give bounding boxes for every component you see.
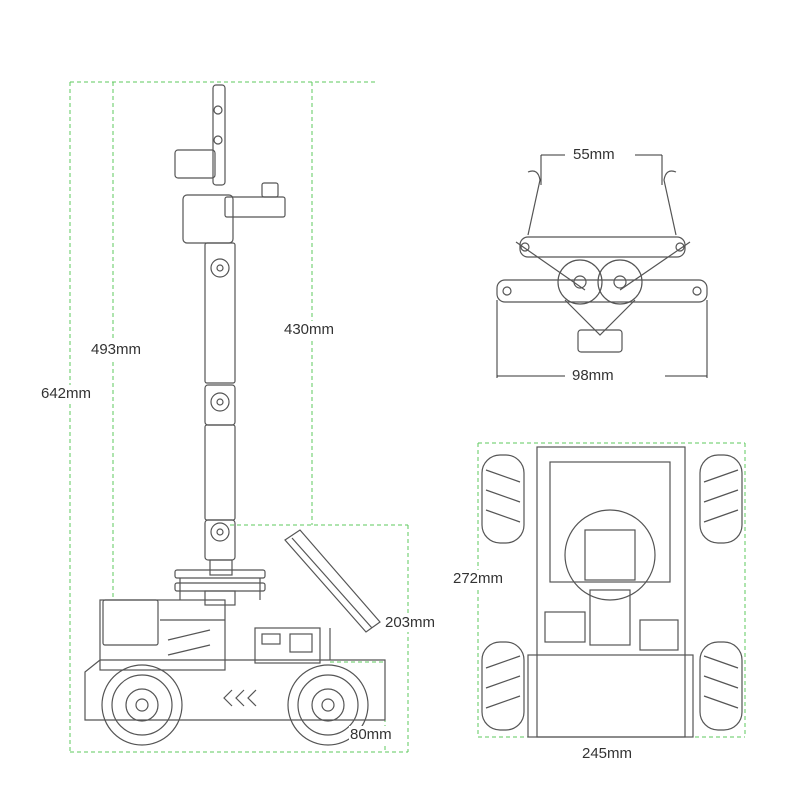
mecanum-wheel-fr [699, 454, 743, 544]
robot-arm [174, 84, 286, 576]
dim-total-height: 642mm [40, 385, 93, 403]
dim-body-width: 245mm [581, 745, 634, 763]
gripper-dim-lines [496, 154, 708, 378]
dim-gripper-outer: 98mm [571, 367, 615, 385]
top-view [477, 442, 746, 738]
dim-upper-arm-height: 430mm [283, 321, 336, 339]
mecanum-wheel-rr [699, 641, 743, 731]
side-view [69, 81, 409, 753]
dim-gripper-inner: 55mm [572, 146, 616, 164]
side-guides [69, 81, 409, 753]
dim-wheel-height: 80mm [349, 726, 393, 744]
control-board [254, 627, 321, 664]
display-panel [284, 529, 381, 633]
dim-base-height: 203mm [384, 614, 437, 632]
wheel-front [101, 664, 183, 746]
dim-body-length: 272mm [452, 570, 505, 588]
dim-arm-height: 493mm [90, 341, 143, 359]
turntable [174, 569, 266, 606]
gripper-view [496, 154, 708, 378]
mecanum-wheel-rl [481, 641, 525, 731]
wheel-rear [287, 664, 369, 746]
mecanum-wheel-fl [481, 454, 525, 544]
